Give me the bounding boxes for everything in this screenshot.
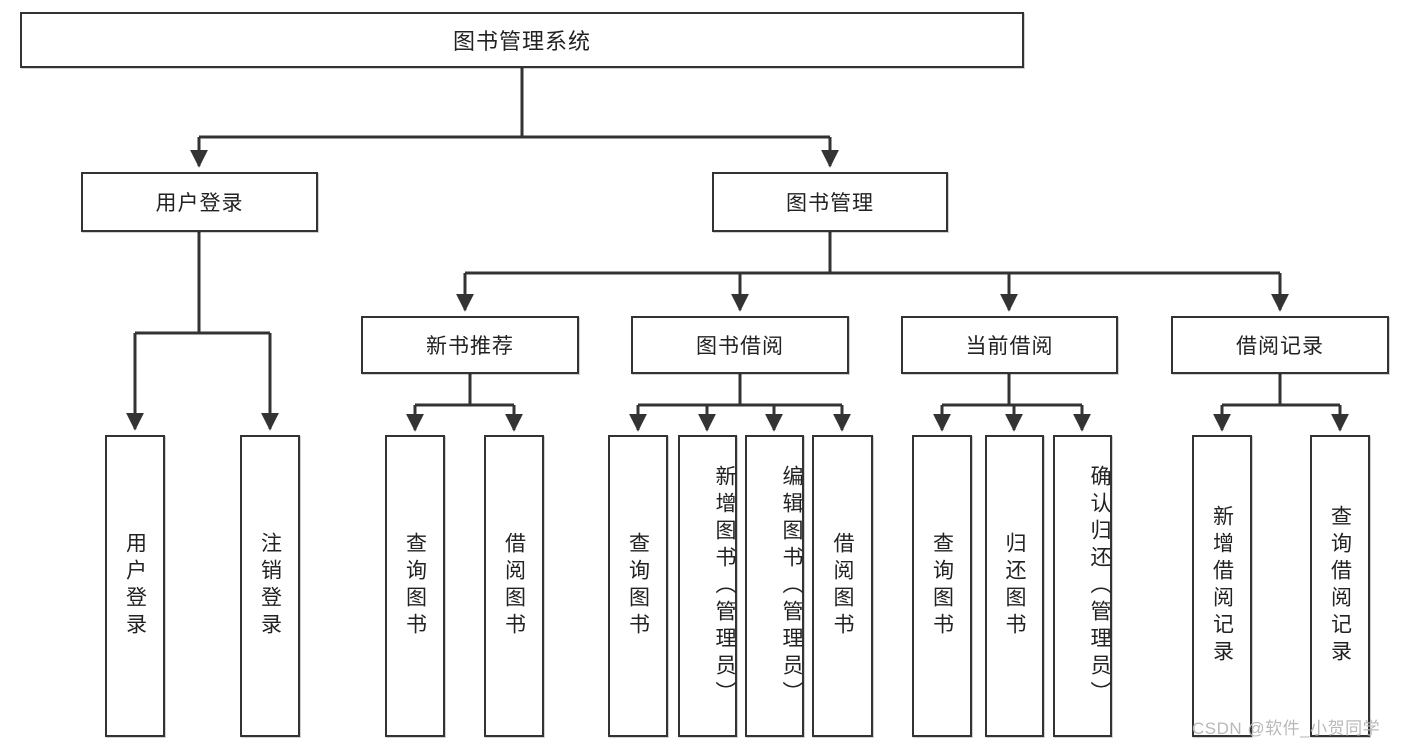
node-label: 新书推荐 [426, 335, 514, 358]
node-label: 借阅图书 [831, 532, 854, 640]
node-leaf-13[interactable]: 查询借阅记录 [1310, 435, 1370, 737]
node-label: 图书借阅 [696, 335, 784, 358]
node-level3-2[interactable]: 图书借阅 [631, 316, 849, 374]
node-label: 当前借阅 [965, 335, 1054, 358]
node-leaf-4[interactable]: 借阅图书 [484, 435, 544, 737]
node-label: 编辑图书（管理员） [780, 464, 803, 708]
node-label: 注销登录 [258, 532, 282, 640]
node-label: 借阅图书 [502, 532, 526, 640]
node-leaf-9[interactable]: 查询图书 [912, 435, 972, 737]
node-level3-3[interactable]: 当前借阅 [901, 316, 1118, 374]
node-leaf-7[interactable]: 编辑图书（管理员） [745, 435, 804, 737]
node-label: 确认归还（管理员） [1088, 464, 1111, 708]
node-label: 查询图书 [403, 532, 427, 640]
node-label: 查询借阅记录 [1328, 505, 1352, 667]
csdn-watermark: CSDN @软件_小贺同学 [1192, 719, 1381, 738]
node-label: 用户登录 [123, 532, 147, 640]
node-label: 图书管理系统 [452, 29, 591, 54]
node-label: 用户登录 [155, 192, 244, 215]
node-level2-2[interactable]: 图书管理 [712, 172, 948, 232]
node-level2-1[interactable]: 用户登录 [81, 172, 318, 232]
node-leaf-11[interactable]: 确认归还（管理员） [1053, 435, 1112, 737]
node-label: 新增图书（管理员） [713, 464, 736, 708]
node-level3-1[interactable]: 新书推荐 [361, 316, 579, 374]
node-leaf-2[interactable]: 注销登录 [240, 435, 300, 737]
node-label: 图书管理 [786, 192, 874, 215]
node-label: 新增借阅记录 [1210, 505, 1234, 667]
node-leaf-5[interactable]: 查询图书 [608, 435, 668, 737]
node-label: 归还图书 [1003, 532, 1026, 640]
node-leaf-8[interactable]: 借阅图书 [812, 435, 873, 737]
node-leaf-12[interactable]: 新增借阅记录 [1192, 435, 1252, 737]
node-leaf-10[interactable]: 归还图书 [985, 435, 1044, 737]
node-root[interactable]: 图书管理系统 [20, 12, 1024, 68]
node-leaf-6[interactable]: 新增图书（管理员） [678, 435, 737, 737]
node-label: 借阅记录 [1236, 335, 1324, 358]
node-level3-4[interactable]: 借阅记录 [1171, 316, 1389, 374]
node-leaf-1[interactable]: 用户登录 [105, 435, 165, 737]
node-label: 查询图书 [930, 532, 954, 640]
node-label: 查询图书 [626, 532, 650, 640]
node-leaf-3[interactable]: 查询图书 [385, 435, 445, 737]
